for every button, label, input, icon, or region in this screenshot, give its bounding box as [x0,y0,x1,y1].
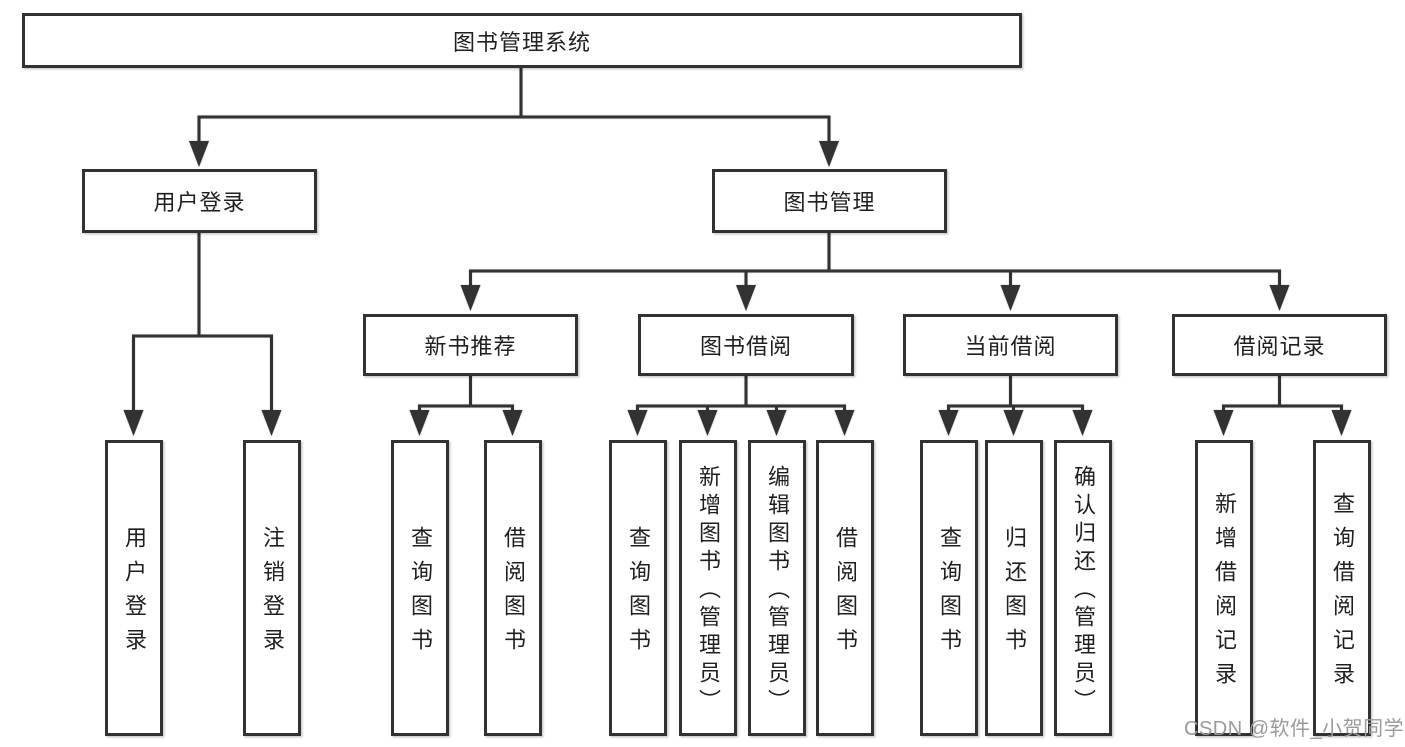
node-root-library-system: 图书管理系统 [22,13,1022,68]
node-book-management: 图书管理 [712,169,947,233]
leaf-query-books-borrowing-label: 查询图书 [626,526,651,662]
leaf-query-books-borrowing: 查询图书 [609,440,667,736]
node-new-book-recommendation: 新书推荐 [363,314,578,376]
node-book-borrowing: 图书借阅 [638,314,854,376]
leaf-query-books-current-label: 查询图书 [937,526,962,662]
leaf-add-books-admin-label: 新增图书（管理员） [696,465,721,717]
leaf-query-books-current: 查询图书 [920,440,978,736]
leaf-query-borrow-record: 查询借阅记录 [1313,440,1371,736]
leaf-logout-label: 注销登录 [260,526,285,662]
node-borrowing-records: 借阅记录 [1172,314,1387,376]
leaf-return-books: 归还图书 [985,440,1043,736]
leaf-edit-books-admin: 编辑图书（管理员） [748,440,806,736]
leaf-add-borrow-record: 新增借阅记录 [1195,440,1253,736]
leaf-confirm-return-admin: 确认归还（管理员） [1054,440,1112,736]
leaf-user-login: 用户登录 [105,440,163,736]
leaf-query-borrow-record-label: 查询借阅记录 [1330,492,1355,696]
leaf-user-login-label: 用户登录 [122,526,147,662]
node-current-borrowing: 当前借阅 [903,314,1118,376]
node-user-login: 用户登录 [82,169,317,233]
leaf-borrow-books-borrowing-label: 借阅图书 [833,526,858,662]
leaf-borrow-books-borrowing: 借阅图书 [816,440,874,736]
leaf-add-books-admin: 新增图书（管理员） [679,440,737,736]
leaf-logout: 注销登录 [243,440,301,736]
leaf-borrow-books-newbooks-label: 借阅图书 [501,526,526,662]
leaf-add-borrow-record-label: 新增借阅记录 [1212,492,1237,696]
leaf-return-books-label: 归还图书 [1002,526,1027,662]
leaf-edit-books-admin-label: 编辑图书（管理员） [765,465,790,717]
leaf-borrow-books-newbooks: 借阅图书 [484,440,542,736]
leaf-query-books-newbooks-label: 查询图书 [408,526,433,662]
leaf-query-books-newbooks: 查询图书 [391,440,449,736]
leaf-confirm-return-admin-label: 确认归还（管理员） [1071,465,1096,717]
csdn-watermark: CSDN @软件_小贺同学 [1184,718,1405,740]
